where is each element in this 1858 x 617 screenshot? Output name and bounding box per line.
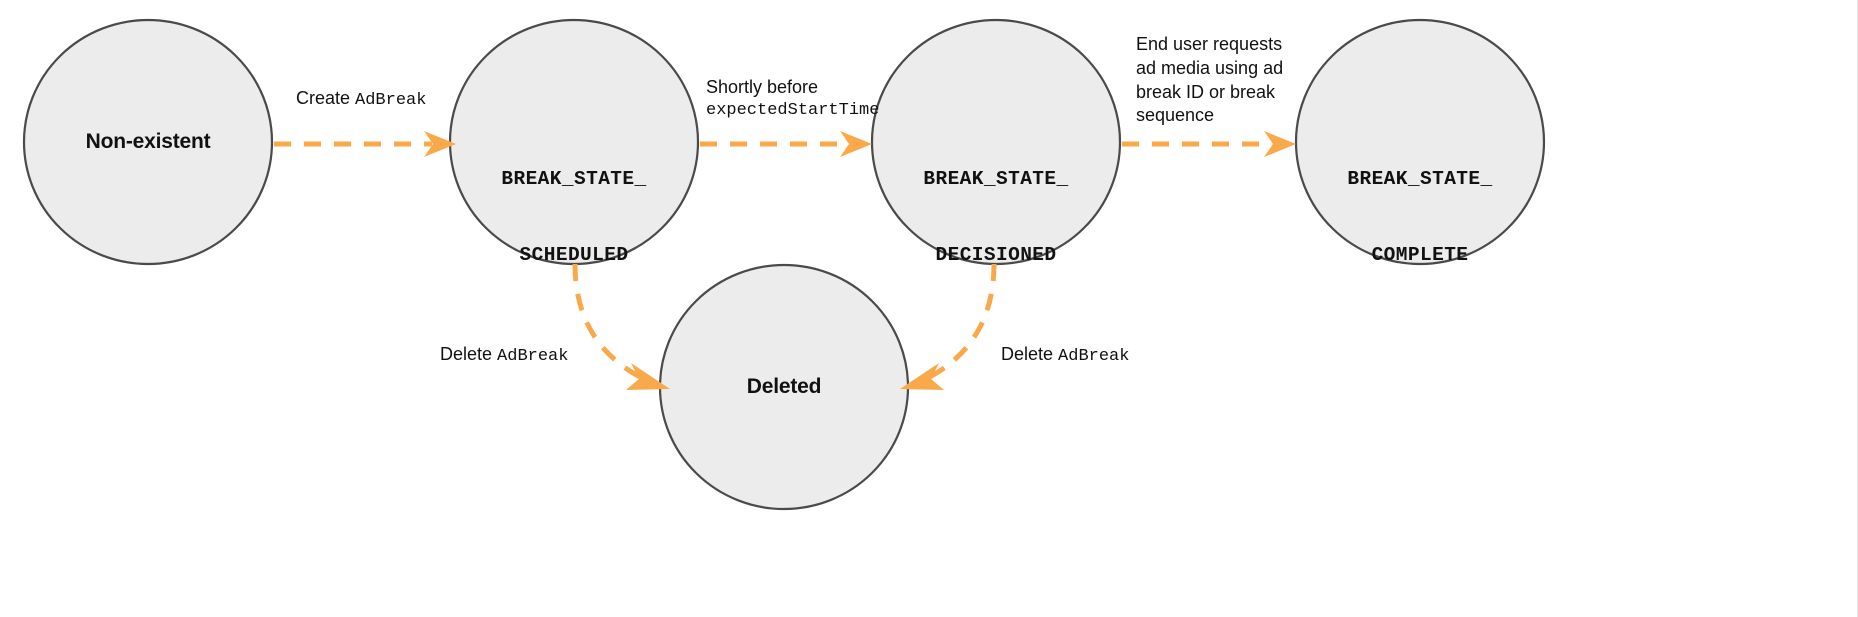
edge-create-adbreak [274, 131, 456, 157]
edge-end-user-requests-ad-media [1122, 131, 1296, 157]
edge-shortly-before-expected-start-time [700, 131, 872, 157]
node-break-state-decisioned[interactable] [870, 18, 1122, 266]
edge-delete-adbreak-from-decisioned [900, 263, 997, 390]
node-non-existent[interactable] [22, 18, 274, 266]
node-break-state-complete[interactable] [1294, 18, 1546, 266]
node-break-state-scheduled[interactable] [448, 18, 700, 266]
node-deleted[interactable] [658, 263, 910, 511]
edge-delete-adbreak-from-scheduled [572, 263, 670, 390]
